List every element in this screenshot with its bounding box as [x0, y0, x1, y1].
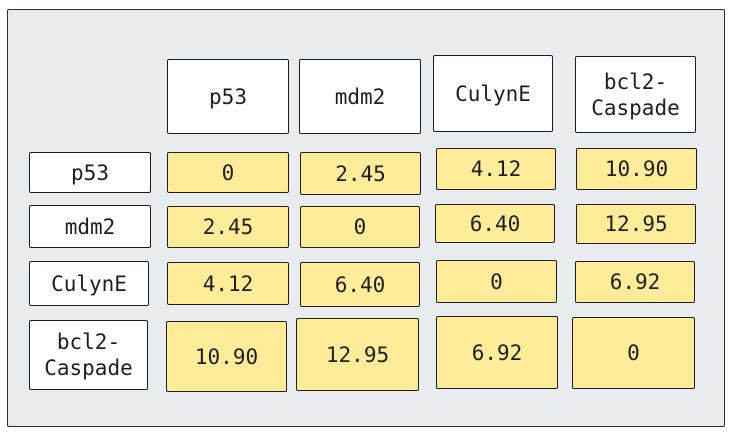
row-header-mdm2: mdm2	[29, 205, 151, 248]
matrix-cell: 12.95	[296, 318, 419, 391]
matrix-cell: 0	[572, 317, 695, 389]
matrix-cell: 0	[167, 152, 289, 193]
matrix-cell: 0	[436, 260, 557, 303]
matrix-cell: 0	[300, 206, 420, 248]
matrix-cell: 4.12	[167, 262, 289, 305]
matrix-cell: 6.40	[300, 262, 420, 307]
matrix-cell: 6.92	[575, 261, 695, 303]
matrix-cell: 4.12	[436, 148, 556, 190]
matrix-cell: 12.95	[576, 204, 696, 244]
column-header-bcl2-caspade: bcl2- Caspade	[575, 56, 696, 133]
matrix-cell: 10.90	[166, 321, 287, 392]
matrix-cell: 2.45	[300, 152, 421, 195]
matrix-cell: 2.45	[167, 206, 289, 248]
row-header-culyne: CulynE	[29, 261, 149, 306]
row-header-p53: p53	[29, 152, 151, 193]
column-header-p53: p53	[167, 59, 289, 134]
column-header-culyne: CulynE	[433, 55, 553, 132]
row-header-bcl2-caspade: bcl2- Caspade	[29, 320, 148, 390]
column-header-mdm2: mdm2	[299, 59, 421, 134]
matrix-cell: 6.40	[435, 204, 555, 243]
matrix-cell: 10.90	[576, 148, 697, 190]
matrix-cell: 6.92	[436, 316, 558, 389]
